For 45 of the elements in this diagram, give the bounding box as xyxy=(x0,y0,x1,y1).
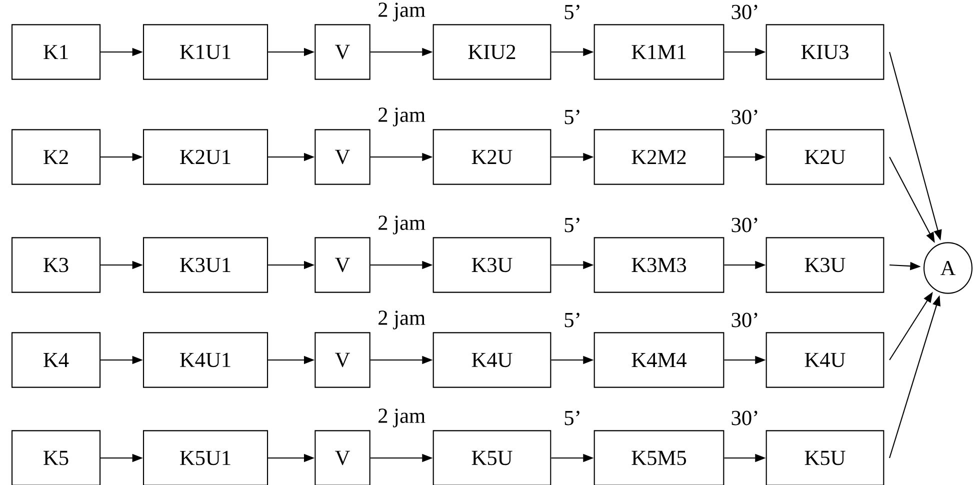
process-box: V xyxy=(314,24,370,80)
process-box: K1U1 xyxy=(142,24,268,80)
edge-label: 30’ xyxy=(732,218,758,232)
edge-label: 2 jam xyxy=(378,108,426,126)
edge-label: 2 jam xyxy=(378,2,426,22)
process-box: K3U1 xyxy=(142,237,268,293)
process-box: K2U xyxy=(766,129,884,185)
process-box: V xyxy=(314,430,370,485)
edge-label: 30’ xyxy=(732,312,758,328)
process-box: K3 xyxy=(11,237,101,293)
process-box: K3M3 xyxy=(594,237,724,293)
edge-label: 5’ xyxy=(564,312,580,328)
process-box: K4U xyxy=(432,332,552,388)
process-box: K5U xyxy=(766,430,884,485)
edge-label: 30’ xyxy=(732,410,758,426)
process-box: K5M5 xyxy=(594,430,724,485)
process-box: K4U xyxy=(766,332,884,388)
process-box: K2U xyxy=(432,129,552,185)
edge-label: 5’ xyxy=(564,4,580,20)
process-box: KIU3 xyxy=(766,24,884,80)
edge-label: 30’ xyxy=(732,110,758,124)
process-box: K3U xyxy=(766,237,884,293)
process-box: K2 xyxy=(11,129,101,185)
edge-label: 5’ xyxy=(564,218,580,232)
process-box: K4M4 xyxy=(594,332,724,388)
process-box: KIU2 xyxy=(432,24,552,80)
edge-label: 2 jam xyxy=(378,408,426,428)
process-box: K2U1 xyxy=(142,129,268,185)
edge-label: 2 jam xyxy=(378,310,426,330)
process-box: K4U1 xyxy=(142,332,268,388)
process-box: K5 xyxy=(11,430,101,485)
process-box: K5U xyxy=(432,430,552,485)
process-box: V xyxy=(314,332,370,388)
process-box: K4 xyxy=(11,332,101,388)
process-box: K5U1 xyxy=(142,430,268,485)
process-box: V xyxy=(314,237,370,293)
process-box: K2M2 xyxy=(594,129,724,185)
process-box: K1 xyxy=(11,24,101,80)
process-box: K3U xyxy=(432,237,552,293)
edge-label: 5’ xyxy=(564,110,580,124)
process-box: K1M1 xyxy=(594,24,724,80)
edge-label: 2 jam xyxy=(378,216,426,234)
edge-label: 30’ xyxy=(732,4,758,20)
process-box: V xyxy=(314,129,370,185)
edge-label: 5’ xyxy=(564,410,580,426)
